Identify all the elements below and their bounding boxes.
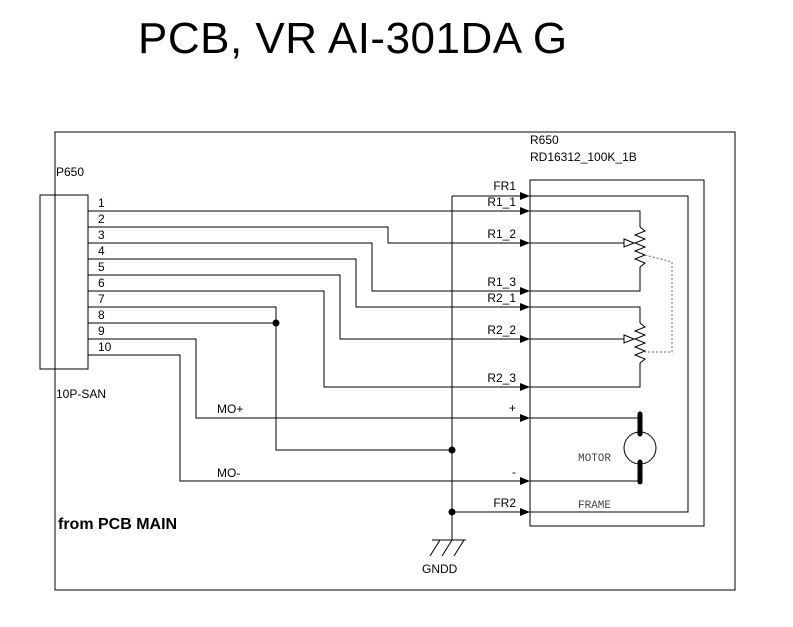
connector-pin-label: 6: [98, 276, 105, 290]
ground-label: GNDD: [422, 562, 458, 576]
arrow-minus: [520, 477, 530, 485]
net-label-mo-minus: MO-: [217, 466, 240, 480]
motor-label: MOTOR: [578, 453, 611, 465]
terminal-plus: +: [509, 401, 516, 415]
connector-pin-label: 2: [98, 212, 105, 226]
component-body-outer: [529, 179, 705, 527]
junction-pin7-pin8: [272, 319, 280, 327]
arrow-r2-3: [520, 383, 530, 391]
wire-pin-4: [88, 258, 520, 308]
terminal-fr1: FR1: [493, 179, 516, 193]
connector-pin-label: 5: [98, 260, 105, 274]
resistor-1-icon: [633, 226, 647, 268]
connector-pin-label: 4: [98, 244, 105, 258]
junction-ground-pin7: [448, 446, 456, 454]
wire-pin-2: [88, 226, 520, 244]
terminal-fr2: FR2: [493, 496, 516, 510]
terminal-r1-3: R1_3: [487, 275, 516, 289]
source-note: from PCB MAIN: [58, 516, 177, 533]
component-ref: R650: [530, 133, 559, 147]
junction-ground-fr2: [448, 508, 456, 516]
junctions: [272, 319, 456, 516]
net-label-mo-plus: MO+: [217, 402, 243, 416]
connector-pin-label: 9: [98, 324, 105, 338]
wire-pin-6: [88, 290, 520, 388]
wire-pin-5: [88, 274, 520, 340]
connector-pin-label: 10: [98, 340, 112, 354]
connector-pin-label: 8: [98, 308, 105, 322]
frame-loop: [530, 195, 689, 513]
connector-pin-label: 7: [98, 292, 105, 306]
arrow-r1-1: [520, 207, 530, 215]
arrow-plus: [520, 414, 530, 422]
arrow-fr2: [520, 508, 530, 516]
wires: [88, 195, 520, 540]
terminal-r2-3: R2_3: [487, 371, 516, 385]
arrow-r2-2: [520, 335, 530, 343]
resistor-2-icon: [633, 322, 647, 364]
terminal-arrows: [520, 192, 530, 516]
ground-icon: [429, 539, 466, 557]
potentiometer-1: [530, 210, 647, 292]
terminal-minus: -: [512, 465, 516, 479]
connector-pin-labels: 1 2 3 4 5 6 7 8 9 10: [98, 196, 112, 354]
arrow-r1-3: [520, 287, 530, 295]
connector-ref: P650: [56, 165, 84, 179]
sheet-border: [54, 131, 736, 591]
connector-pin-label: 3: [98, 228, 105, 242]
arrow-r1-2: [520, 239, 530, 247]
gang-link: [644, 254, 673, 353]
connector-body: [39, 194, 89, 370]
component-part: RD16312_100K_1B: [530, 150, 637, 164]
wire-pin-9: [88, 338, 520, 419]
terminal-r2-2: R2_2: [487, 323, 516, 337]
motor-icon: [530, 411, 657, 485]
page-title: PCB, VR AI-301DA G: [138, 14, 568, 63]
arrow-fr1: [520, 192, 530, 200]
arrow-r2-1: [520, 303, 530, 311]
connector-type: 10P-SAN: [56, 387, 106, 401]
wire-pin-3: [88, 242, 520, 292]
frame-label: FRAME: [578, 500, 611, 512]
wire-pin-10: [88, 354, 520, 482]
terminal-r1-2: R1_2: [487, 227, 516, 241]
wire-pin-7: [88, 306, 452, 451]
potentiometer-2: [530, 306, 647, 388]
terminal-r1-1: R1_1: [487, 195, 516, 209]
connector-pin-label: 1: [98, 196, 105, 210]
terminal-r2-1: R2_1: [487, 291, 516, 305]
